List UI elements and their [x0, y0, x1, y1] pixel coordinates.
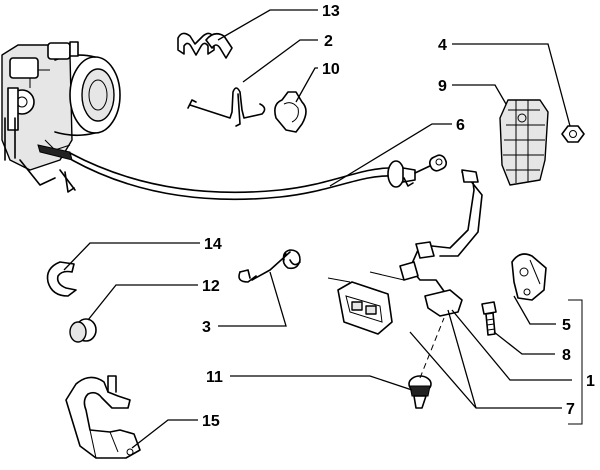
callout-1: 1 — [586, 373, 595, 390]
callout-11: 11 — [206, 369, 223, 386]
callout-8: 8 — [562, 347, 571, 364]
callout-5: 5 — [562, 317, 571, 334]
bolt-8 — [481, 301, 497, 336]
bracket-15 — [65, 375, 141, 459]
callout-6: 6 — [456, 117, 465, 134]
throttle-body — [1, 41, 121, 193]
callout-12: 12 — [202, 278, 220, 295]
retaining-clip-14 — [46, 261, 77, 297]
clip-10 — [274, 91, 307, 133]
callout-9: 9 — [438, 78, 447, 95]
callout-3: 3 — [202, 319, 211, 336]
bush-12 — [69, 318, 97, 343]
callout-13: 13 — [322, 3, 340, 20]
leader-lines — [63, 9, 583, 449]
callout-14: 14 — [204, 236, 222, 253]
switch-7 — [337, 281, 393, 335]
pedal-cable-1 — [399, 169, 483, 317]
callout-4: 4 — [438, 37, 447, 54]
spring-clip-2 — [187, 87, 266, 127]
plate-5 — [511, 253, 547, 301]
callout-7: 7 — [566, 401, 575, 418]
spring-3 — [238, 249, 301, 283]
callout-2: 2 — [324, 33, 333, 50]
accelerator-cable — [37, 144, 448, 201]
plug-11 — [408, 375, 432, 409]
callout-15: 15 — [202, 413, 220, 430]
callout-labels: 13 2 10 4 9 6 14 12 3 5 8 1 11 7 15 — [202, 3, 595, 430]
nut-4 — [561, 125, 585, 143]
clip-13 — [177, 32, 233, 59]
callout-10: 10 — [322, 61, 340, 78]
bracket-9 — [499, 99, 549, 186]
